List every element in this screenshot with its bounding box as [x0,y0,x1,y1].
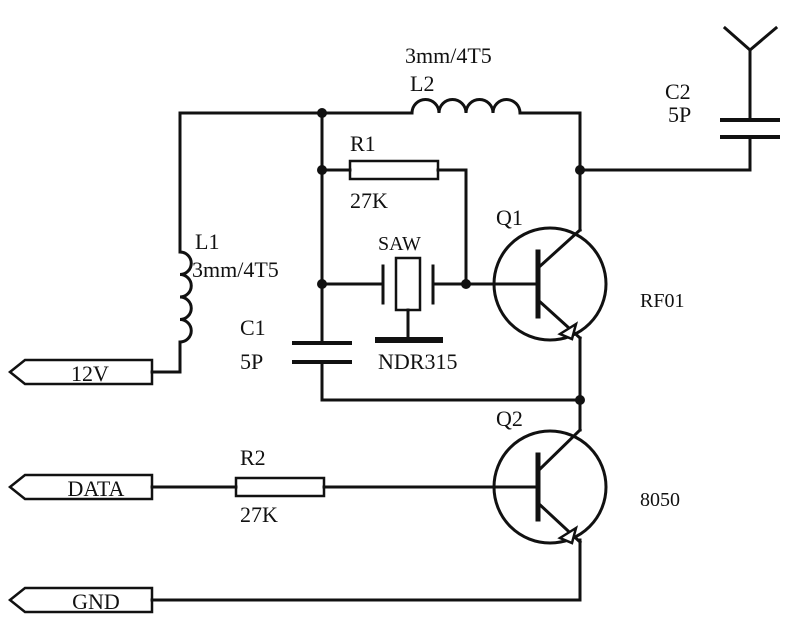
c2-ref-label: C2 [665,79,691,104]
junction-saw-right [461,279,471,289]
r1-value-label: 27K [350,188,388,213]
port-data: DATA [7,473,154,501]
q2-transistor-symbol [492,427,608,545]
q1-part-label: RF01 [640,290,684,312]
r2-value-label: 27K [240,502,278,527]
saw-resonator-symbol [375,256,443,343]
l2-inductor-symbol [410,98,522,115]
c1-ref-label: C1 [240,315,266,340]
r2-resistor-symbol [234,476,326,498]
c2-capacitor-symbol [720,118,780,139]
junction-collector [575,165,585,175]
port-12v-label: 12V [71,361,109,386]
q2-ref-label: Q2 [496,406,523,431]
l1-inductor-symbol [178,250,193,344]
c2-value-label: 5P [668,102,691,127]
junction-r1 [317,165,327,175]
wires [150,48,752,602]
junctions [317,108,585,405]
wire-top-rail-left [178,111,414,254]
saw-part-label: NDR315 [378,349,457,374]
l1-value-label: 3mm/4T5 [192,257,279,282]
port-data-label: DATA [68,476,125,501]
saw-ref-label: SAW [378,233,421,255]
port-12v: 12V [7,358,154,386]
junction-emitter [575,395,585,405]
wire-r1-right [436,168,468,286]
r2-ref-label: R2 [240,445,266,470]
r1-ref-label: R1 [350,131,376,156]
l2-value-label: 3mm/4T5 [405,43,492,68]
wire-top-rail-right [518,111,582,232]
q1-ref-label: Q1 [496,205,523,230]
wire-gnd [150,538,582,602]
l2-ref-label: L2 [410,71,434,96]
r1-resistor-symbol [348,159,440,181]
port-gnd-label: GND [72,589,120,614]
port-gnd: GND [7,586,154,614]
c1-capacitor-symbol [292,341,352,364]
junction-saw-left [317,279,327,289]
wire-12v [150,340,182,374]
l1-ref-label: L1 [195,229,219,254]
q2-part-label: 8050 [640,489,680,511]
q1-transistor-symbol [492,226,608,342]
wire-antenna-feed [578,135,752,172]
antenna-icon [722,25,779,53]
c1-value-label: 5P [240,349,263,374]
junction-top-bus [317,108,327,118]
